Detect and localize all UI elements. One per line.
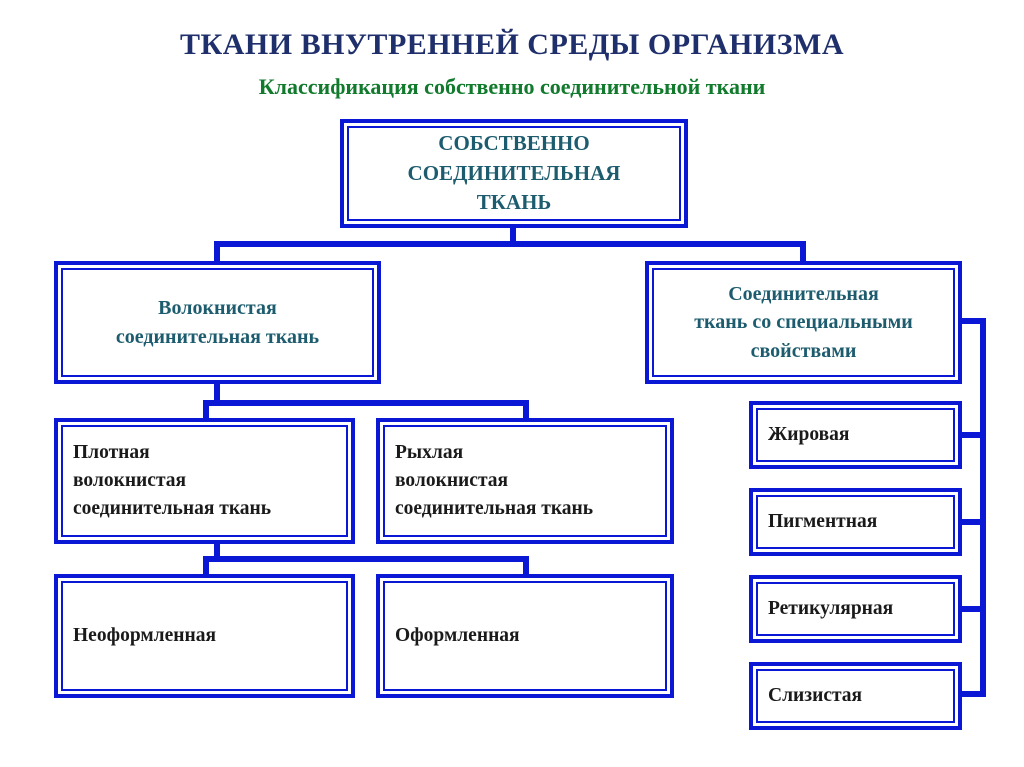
node-unformed-label: Неоформленная [61, 581, 348, 691]
connector-level2-horizontal [203, 400, 529, 406]
node-pigment-label: Пигментная [756, 495, 955, 549]
node-special-label: Соединительная ткань со специальными сво… [652, 268, 955, 377]
connector-to-unformed [203, 556, 209, 578]
connector-to-loose [523, 400, 529, 422]
node-root: СОБСТВЕННО СОЕДИНИТЕЛЬНАЯ ТКАНЬ [340, 119, 688, 228]
node-formed: Оформленная [376, 574, 674, 698]
node-dense-label: Плотная волокнистая соединительная ткань [61, 425, 348, 537]
node-fatty-label: Жировая [756, 408, 955, 462]
connector-fibrous-down [214, 380, 220, 404]
node-mucous: Слизистая [749, 662, 962, 730]
node-unformed: Неоформленная [54, 574, 355, 698]
node-fibrous-label: Волокнистая соединительная ткань [61, 268, 374, 377]
node-special: Соединительная ткань со специальными сво… [645, 261, 962, 384]
node-loose: Рыхлая волокнистая соединительная ткань [376, 418, 674, 544]
node-pigment: Пигментная [749, 488, 962, 556]
connector-to-reticular [958, 606, 986, 612]
connector-level3-horizontal [203, 556, 529, 562]
connector-to-mucous [958, 691, 986, 697]
connector-root-down [510, 225, 516, 245]
node-fatty: Жировая [749, 401, 962, 469]
node-formed-label: Оформленная [383, 581, 667, 691]
node-reticular-label: Ретикулярная [756, 582, 955, 636]
connector-dense-down [214, 540, 220, 560]
connector-to-dense [203, 400, 209, 422]
node-mucous-label: Слизистая [756, 669, 955, 723]
node-fibrous: Волокнистая соединительная ткань [54, 261, 381, 384]
page-subtitle: Классификация собственно соединительной … [258, 74, 766, 99]
node-reticular: Ретикулярная [749, 575, 962, 643]
connector-to-fibrous [214, 241, 220, 265]
node-dense: Плотная волокнистая соединительная ткань [54, 418, 355, 544]
connector-to-formed [523, 556, 529, 578]
connector-level1-horizontal [214, 241, 806, 247]
connector-to-pigment [958, 519, 986, 525]
connector-to-special [800, 241, 806, 265]
node-root-label: СОБСТВЕННО СОЕДИНИТЕЛЬНАЯ ТКАНЬ [347, 126, 681, 221]
connector-special-vertical [980, 318, 986, 697]
connector-to-fatty [958, 432, 986, 438]
node-loose-label: Рыхлая волокнистая соединительная ткань [383, 425, 667, 537]
page-title: ТКАНИ ВНУТРЕННЕЙ СРЕДЫ ОРГАНИЗМА [179, 28, 845, 61]
connector-special-right [958, 318, 986, 324]
